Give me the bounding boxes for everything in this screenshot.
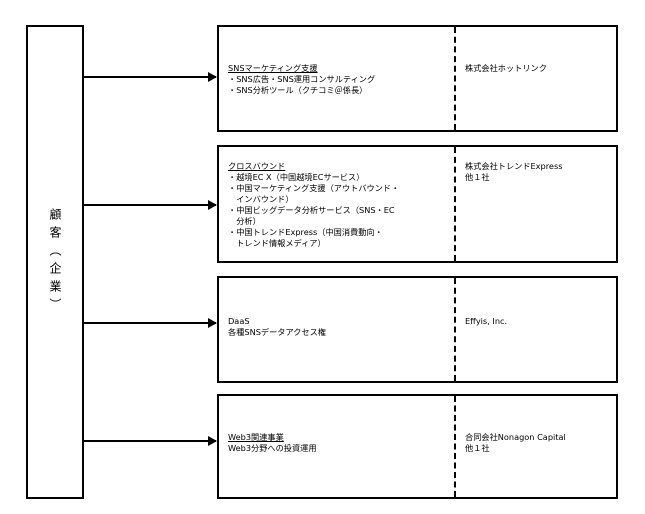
service-company: 株式会社トレンドExpress 他１社: [465, 161, 613, 183]
service-company: 株式会社ホットリンク: [465, 63, 613, 74]
service-line: ・中国トレンドExpress（中国消費動向・: [228, 227, 383, 237]
service-line: ・中国マーケティング支援（アウトバウンド・: [228, 183, 400, 193]
service-description: Web3関連事業 Web3分野への投資運用: [228, 432, 452, 454]
service-line: 分析）: [228, 216, 261, 226]
company-line: 株式会社トレンドExpress: [465, 161, 563, 171]
service-line: Web3分野への投資運用: [228, 443, 317, 453]
arrow-to-sns-marketing: [84, 72, 217, 82]
service-description: クロスバウンド ・越境EC X（中国越境ECサービス） ・中国マーケティング支援…: [228, 161, 452, 249]
service-line: ・SNS分析ツール（クチコミ＠係長）: [228, 85, 368, 95]
service-divider: [454, 147, 456, 261]
service-divider: [454, 396, 456, 497]
service-box-sns-marketing: SNSマーケティング支援 ・SNS広告・SNS運用コンサルティング ・SNS分析…: [217, 25, 618, 132]
company-line: 他１社: [465, 443, 490, 453]
company-line: 他１社: [465, 172, 490, 182]
service-line: ・中国ビッグデータ分析サービス（SNS・EC: [228, 205, 395, 215]
service-divider: [454, 278, 456, 381]
customer-box: 顧客（企業）: [26, 25, 84, 499]
company-line: Effyis, Inc.: [465, 316, 508, 326]
service-description: DaaS 各種SNSデータアクセス権: [228, 316, 452, 338]
arrow-to-crossbound: [84, 200, 217, 210]
customer-label: 顧客（企業）: [48, 208, 62, 316]
service-title: DaaS: [228, 316, 250, 326]
service-line: インバウンド）: [228, 194, 294, 204]
service-title: クロスバウンド: [228, 161, 286, 171]
service-description: SNSマーケティング支援 ・SNS広告・SNS運用コンサルティング ・SNS分析…: [228, 63, 452, 96]
service-line: 各種SNSデータアクセス権: [228, 327, 326, 337]
service-title: Web3関連事業: [228, 432, 284, 442]
arrow-to-web3: [84, 436, 217, 446]
service-company: 合同会社Nonagon Capital 他１社: [465, 432, 613, 454]
service-line: ・越境EC X（中国越境ECサービス）: [228, 172, 365, 182]
service-line: ・SNS広告・SNS運用コンサルティング: [228, 74, 376, 84]
service-box-web3: Web3関連事業 Web3分野への投資運用 合同会社Nonagon Capita…: [217, 394, 618, 499]
service-line: トレンド情報メディア）: [228, 238, 326, 248]
service-title: SNSマーケティング支援: [228, 63, 318, 73]
service-box-crossbound: クロスバウンド ・越境EC X（中国越境ECサービス） ・中国マーケティング支援…: [217, 145, 618, 263]
company-line: 合同会社Nonagon Capital: [465, 432, 566, 442]
arrow-to-daas: [84, 318, 217, 328]
service-divider: [454, 27, 456, 130]
service-company: Effyis, Inc.: [465, 316, 613, 327]
service-box-daas: DaaS 各種SNSデータアクセス権 Effyis, Inc.: [217, 276, 618, 383]
company-line: 株式会社ホットリンク: [465, 63, 547, 73]
